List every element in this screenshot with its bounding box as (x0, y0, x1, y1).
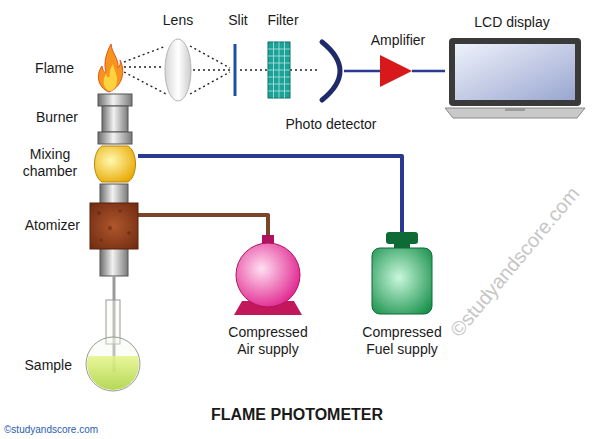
lcd-display-part (445, 108, 585, 118)
lcd-display-part (449, 38, 581, 106)
atomizer-shape (90, 203, 138, 249)
flame: Flame (94, 42, 124, 92)
fuel-cylinder-part (386, 232, 418, 244)
air-compressor-shape (228, 235, 308, 315)
copyright-note: ©studyandscore.com (4, 424, 98, 435)
filter-part (268, 63, 290, 64)
filter: Filter (268, 42, 290, 98)
fuel-pipe (138, 156, 402, 232)
filter-shape (268, 42, 290, 98)
part-label: Photo detector (285, 116, 376, 133)
filter-part (268, 77, 290, 78)
part-label: Burner (36, 109, 78, 126)
burner-shape (98, 94, 132, 144)
sample-flask-part (87, 356, 139, 390)
slit-part (234, 44, 237, 96)
lens: Lens (163, 38, 193, 102)
atomizer-part (97, 211, 101, 215)
watermark: ©studyandscore.com (446, 183, 585, 342)
flame-part (98, 44, 122, 92)
atomizer-part (127, 231, 131, 235)
part-label: Compressed Air supply (222, 324, 314, 358)
amplifier: Amplifier (380, 55, 412, 87)
connector-tube (100, 184, 128, 204)
atomizer-part (118, 209, 121, 212)
part-label: Filter (267, 12, 298, 29)
filter-part (268, 42, 290, 98)
connector-tube (100, 248, 128, 276)
photo-detector: Photo detector (318, 40, 344, 102)
photo-detector-shape (318, 40, 344, 102)
burner-part (102, 106, 128, 132)
atomizer-part (108, 226, 112, 230)
lcd-display-part (455, 44, 575, 100)
light-ray (290, 69, 318, 71)
atomizer-part (99, 238, 102, 241)
mixing-chamber: Mixing chamber (92, 144, 138, 184)
filter-part (268, 84, 290, 85)
air-compressor: Compressed Air supply (228, 235, 308, 315)
part-label: Slit (228, 12, 247, 29)
filter-part (268, 56, 290, 57)
mixing-chamber-shape (92, 144, 138, 184)
filter-part (268, 49, 290, 50)
burner-part (98, 132, 132, 144)
light-ray (240, 69, 268, 71)
part-label: Amplifier (371, 32, 425, 49)
lens-part (165, 39, 191, 101)
part-label: Atomizer (25, 217, 80, 234)
fuel-cylinder-shape (368, 232, 436, 314)
photo-detector-part (322, 42, 340, 100)
filter-part (268, 91, 290, 92)
light-ray (124, 66, 163, 68)
diagram-title: FLAME PHOTOMETER (0, 406, 594, 424)
slit: Slit (230, 44, 240, 96)
air-pipe (138, 215, 268, 235)
atomizer-part (90, 203, 138, 249)
lcd-display-shape (445, 38, 585, 118)
air-compressor-part (236, 243, 300, 307)
mixing-chamber-part (95, 146, 136, 182)
burner: Burner (98, 94, 132, 144)
fuel-cylinder-part (372, 248, 432, 314)
signal-wire (412, 70, 445, 73)
sample-flask-part (86, 337, 140, 391)
amplifier-shape (380, 55, 412, 87)
flame-shape (94, 42, 124, 92)
part-label: Mixing chamber (18, 146, 82, 180)
fuel-cylinder: Compressed Fuel supply (368, 232, 436, 314)
light-ray (124, 72, 166, 94)
light-ray (193, 69, 230, 71)
part-label: Flame (35, 60, 74, 77)
light-ray (124, 46, 166, 62)
sample-flask: Sample (82, 300, 144, 392)
fuel-cylinder-part (394, 244, 410, 248)
lcd-display: LCD display (445, 38, 585, 118)
part-label: Compressed Fuel supply (356, 324, 448, 358)
filter-part (268, 70, 290, 71)
part-label: LCD display (474, 14, 549, 31)
atomizer: Atomizer (90, 203, 138, 249)
sample-flask-shape (82, 300, 144, 392)
light-ray (190, 46, 230, 68)
slit-shape (230, 44, 240, 96)
amplifier-part (380, 55, 412, 87)
lens-shape (163, 38, 193, 102)
flame-part (104, 64, 117, 91)
burner-part (98, 94, 132, 106)
part-label: Sample (25, 357, 72, 374)
signal-wire (344, 70, 380, 73)
lcd-display-part (505, 108, 525, 111)
filter-part (268, 42, 290, 98)
part-label: Lens (163, 12, 193, 29)
light-ray (190, 72, 230, 94)
